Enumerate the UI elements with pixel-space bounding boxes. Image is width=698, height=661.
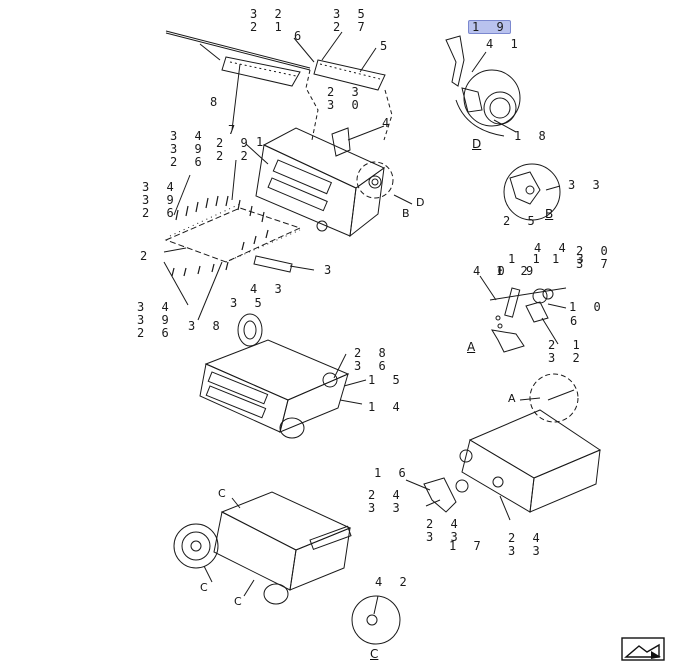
callout-34b[interactable]: 3 4 <box>142 180 179 194</box>
callout-26c[interactable]: 2 6 <box>137 326 174 340</box>
callout-44[interactable]: 4 4 <box>534 241 571 255</box>
callout-10[interactable]: 1 0 <box>569 300 606 314</box>
callout-16[interactable]: 1 6 <box>374 466 411 480</box>
callout-21b[interactable]: 2 1 <box>548 338 585 352</box>
callout-8[interactable]: 8 <box>210 95 223 109</box>
callout-36[interactable]: 3 6 <box>354 359 391 373</box>
callout-1[interactable]: 1 <box>256 135 269 149</box>
callout-33[interactable]: 3 3 <box>568 178 605 192</box>
callout-42[interactable]: 4 2 <box>375 575 412 589</box>
callout-13[interactable]: 1 3 <box>552 252 589 266</box>
callout-35b[interactable]: 3 5 <box>230 296 267 310</box>
view-ref-c-2[interactable]: C <box>200 581 208 594</box>
view-ref-d[interactable]: D <box>416 196 425 209</box>
callout-24c[interactable]: 2 4 <box>508 531 545 545</box>
callout-26b[interactable]: 2 6 <box>142 206 179 220</box>
detail-d-drawing <box>445 35 521 137</box>
right-assembly-drawing <box>405 373 602 521</box>
callout-11[interactable]: 1 1 <box>508 252 545 266</box>
callout-34c[interactable]: 3 4 <box>137 300 174 314</box>
callout-33b[interactable]: 3 3 <box>368 501 405 515</box>
callout-9[interactable]: 9 <box>526 264 539 278</box>
callout-6b[interactable]: 6 <box>570 314 583 328</box>
callout-39c[interactable]: 3 9 <box>137 313 174 327</box>
callout-24[interactable]: 2 4 <box>368 488 405 502</box>
callout-21[interactable]: 2 1 <box>250 20 287 34</box>
callout-33c[interactable]: 3 3 <box>426 530 463 544</box>
callout-41[interactable]: 4 1 <box>486 37 523 51</box>
callout-4[interactable]: 4 <box>382 116 395 130</box>
bottom-assembly-drawing <box>173 491 352 605</box>
callout-22[interactable]: 2 2 <box>216 149 253 163</box>
callout-32b[interactable]: 3 2 <box>548 351 585 365</box>
view-label-b: B <box>545 207 554 221</box>
detail-b-drawing <box>503 163 561 221</box>
middle-assembly-drawing <box>199 313 367 439</box>
top-assembly-drawing <box>163 30 413 321</box>
callout-39b[interactable]: 3 9 <box>142 193 179 207</box>
callout-29[interactable]: 2 9 <box>216 136 253 150</box>
callout-24b[interactable]: 2 4 <box>426 517 463 531</box>
callout-33d[interactable]: 3 3 <box>508 544 545 558</box>
callout-40[interactable]: 4 0 <box>473 264 510 278</box>
view-ref-b[interactable]: B <box>402 207 410 220</box>
callout-3[interactable]: 3 <box>324 263 337 277</box>
callout-2[interactable]: 2 <box>140 249 153 263</box>
callout-19-highlighted[interactable]: 1 9 <box>468 20 511 34</box>
next-page-icon[interactable] <box>621 637 665 661</box>
callout-7[interactable]: 7 <box>228 123 241 137</box>
callout-38[interactable]: 3 8 <box>188 319 225 333</box>
view-ref-c-1[interactable]: C <box>218 487 226 500</box>
callout-15[interactable]: 1 5 <box>368 373 405 387</box>
view-ref-c-3[interactable]: C <box>234 595 242 608</box>
detail-c-drawing <box>351 595 401 645</box>
callout-6[interactable]: 6 <box>294 29 307 43</box>
view-label-d: D <box>472 137 482 151</box>
view-ref-a[interactable]: A <box>508 392 516 405</box>
callout-32[interactable]: 3 2 <box>250 7 287 21</box>
detail-a-drawing <box>479 275 567 353</box>
callout-28[interactable]: 2 8 <box>354 346 391 360</box>
callout-23[interactable]: 2 3 <box>327 85 364 99</box>
callout-34[interactable]: 3 4 <box>170 129 207 143</box>
callout-39[interactable]: 3 9 <box>170 142 207 156</box>
callout-30[interactable]: 3 0 <box>327 98 364 112</box>
callout-12[interactable]: 1 2 <box>496 264 533 278</box>
callout-20[interactable]: 2 0 <box>576 244 613 258</box>
callout-37[interactable]: 3 7 <box>576 257 613 271</box>
callout-35[interactable]: 3 5 <box>333 7 370 21</box>
callout-25[interactable]: 2 5 <box>503 214 540 228</box>
callout-26[interactable]: 2 6 <box>170 155 207 169</box>
callout-18[interactable]: 1 8 <box>514 129 551 143</box>
callout-17[interactable]: 1 7 <box>449 539 486 553</box>
callout-5[interactable]: 5 <box>380 39 393 53</box>
view-label-a: A <box>467 340 476 354</box>
view-label-c: C <box>370 647 379 661</box>
callout-27[interactable]: 2 7 <box>333 20 370 34</box>
callout-14[interactable]: 1 4 <box>368 400 405 414</box>
callout-43[interactable]: 4 3 <box>250 282 287 296</box>
